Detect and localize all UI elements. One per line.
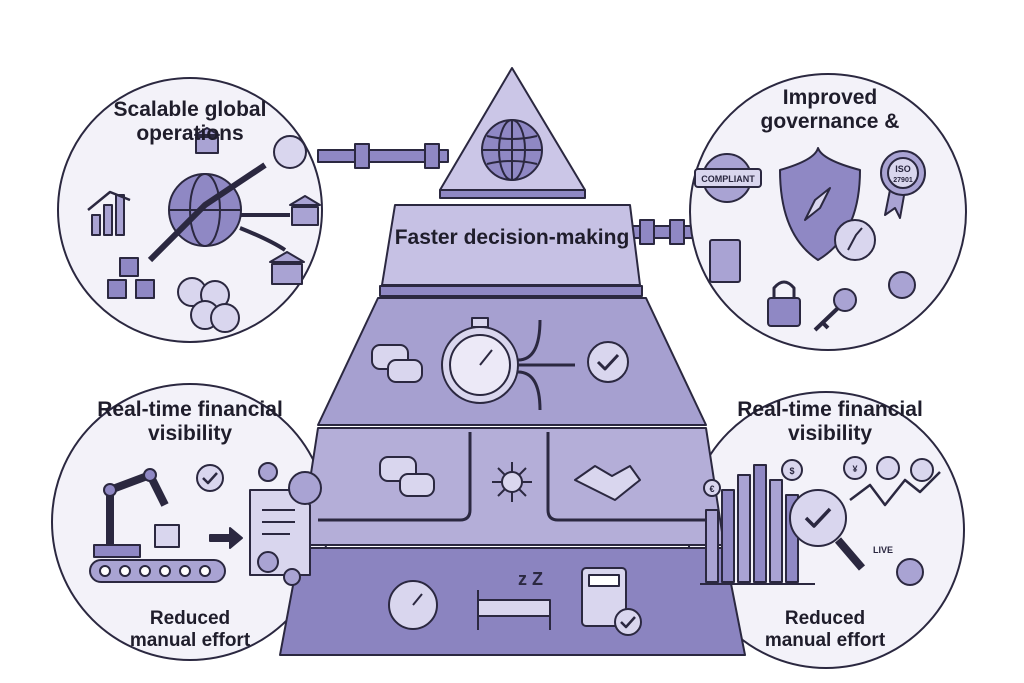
map-pin-icon	[896, 558, 924, 586]
gear-lock-icon	[888, 271, 916, 299]
compliant-badge-text: COMPLIANT	[701, 174, 755, 184]
robot-arm-icon	[93, 468, 180, 558]
iso-badge	[880, 150, 926, 219]
top-left-circle-title: Scalable global operations	[113, 98, 267, 146]
growth-chart-icon	[87, 190, 131, 236]
tier-2-label: Faster decision-making	[394, 226, 630, 249]
globe-icon	[481, 119, 543, 181]
bottom-right-circle-title: Real-time financial visibility	[737, 398, 923, 446]
bank-icon	[194, 127, 321, 285]
iso-badge-number: 27901	[893, 177, 913, 184]
line-chart-icon	[849, 471, 941, 507]
gears-icon	[257, 462, 322, 586]
conveyor-belt-icon	[89, 559, 226, 583]
pipe-connector-top-left	[317, 143, 449, 169]
key-icon	[813, 288, 857, 332]
branching-arrows-icon	[517, 319, 575, 411]
chat-bubbles-icon	[371, 344, 423, 383]
handshake-icon	[574, 465, 641, 501]
pyramid-tier-2	[381, 204, 641, 286]
calculator-icon	[581, 567, 642, 636]
svg-text:z Z: z Z	[518, 569, 543, 589]
bottom-left-circle-title: Real-time financial visibility	[97, 398, 283, 446]
book-icon	[709, 239, 741, 283]
check-circle-icon	[587, 341, 629, 383]
coins-icon	[177, 135, 307, 333]
bottom-left-circle-footer: Reduced manual effort	[129, 608, 251, 651]
live-label: LIVE	[873, 545, 893, 555]
globe-arrows-icon	[147, 162, 290, 263]
stopwatch-icon-2	[388, 580, 438, 630]
stopwatch-icon	[441, 317, 519, 404]
arrow-right-icon	[209, 527, 243, 549]
network-hub-icon	[492, 462, 532, 502]
chat-bubbles-icon-2	[379, 456, 435, 497]
iso-badge-text: ISO	[895, 164, 911, 174]
bar-chart-icon	[700, 464, 815, 585]
compass-icon	[834, 219, 876, 261]
compliant-badge	[694, 153, 762, 203]
currency-label-dollar: $	[789, 466, 794, 476]
boxes-icon	[107, 257, 155, 299]
top-right-circle-title: Improved governance &	[760, 86, 900, 134]
sleeping-bed-icon: z Z	[477, 569, 551, 630]
currency-label-euro: €	[709, 484, 714, 494]
magnifier-check-icon	[789, 489, 866, 571]
padlock-icon	[767, 280, 801, 327]
pipes-icon	[318, 432, 706, 522]
currency-label-yen: ¥	[852, 464, 857, 474]
check-circle-icon-2	[196, 464, 224, 492]
currency-coins-icon	[703, 456, 934, 497]
bottom-right-circle-footer: Reduced manual effort	[764, 608, 886, 651]
